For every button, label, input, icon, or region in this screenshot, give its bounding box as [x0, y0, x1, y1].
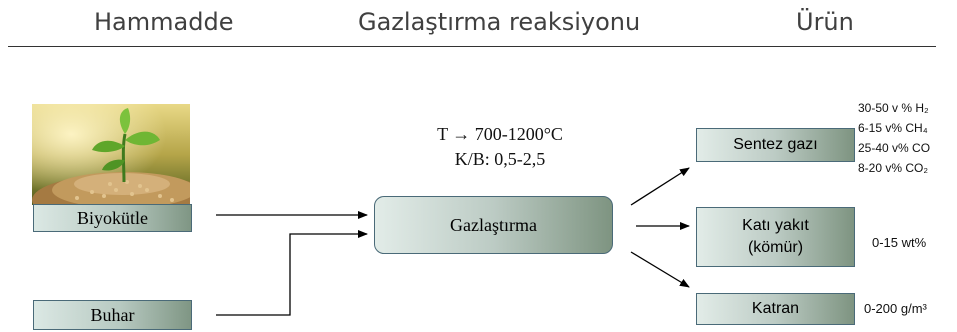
ratio-condition: K/B: 0,5-2,5 — [454, 149, 546, 169]
biomass-box: Biyokütle — [33, 204, 192, 232]
syngas-h2: 30-50 v % H₂ — [858, 101, 929, 115]
syngas-box: Sentez gazı — [696, 128, 855, 162]
tar-label: Katran — [751, 300, 800, 317]
gasifier-to-syngas-arrow — [630, 167, 690, 206]
gasification-label: Gazlaştırma — [450, 214, 537, 235]
steam-label: Buhar — [90, 304, 135, 325]
syngas-composition: 30-50 v % H₂ 6-15 v% CH₄ 25-40 v% CO 8-2… — [858, 98, 930, 178]
syngas-label: Sentez gazı — [733, 136, 818, 153]
temperature-condition: T → 700-1200°C — [437, 124, 563, 144]
header-divider — [8, 46, 936, 47]
syngas-co: 25-40 v% CO — [858, 141, 931, 155]
char-label-line2: (kömür) — [747, 239, 804, 256]
biomass-label: Biyokütle — [77, 207, 148, 228]
header-raw-material: Hammadde — [94, 8, 234, 36]
char-label-line1: Katı yakıt — [742, 217, 809, 234]
tar-yield: 0-200 g/m³ — [864, 301, 927, 316]
syngas-ch4: 6-15 v% CH₄ — [858, 121, 928, 135]
syngas-co2: 8-20 v% CO₂ — [858, 161, 929, 175]
header-gasification-reaction: Gazlaştırma reaksiyonu — [358, 8, 641, 36]
char-box: Katı yakıt (kömür) — [696, 207, 855, 267]
steam-to-gasifier-arrow — [216, 230, 368, 316]
tar-box: Katran — [696, 293, 855, 325]
gasification-box: Gazlaştırma — [374, 196, 613, 254]
reaction-conditions: T → 700-1200°C K/B: 0,5-2,5 — [400, 122, 600, 172]
header-product: Ürün — [796, 8, 854, 36]
biomass-photo — [32, 104, 190, 205]
char-yield: 0-15 wt% — [872, 235, 927, 250]
gasifier-to-tar-arrow — [630, 251, 690, 288]
steam-box: Buhar — [33, 300, 192, 330]
